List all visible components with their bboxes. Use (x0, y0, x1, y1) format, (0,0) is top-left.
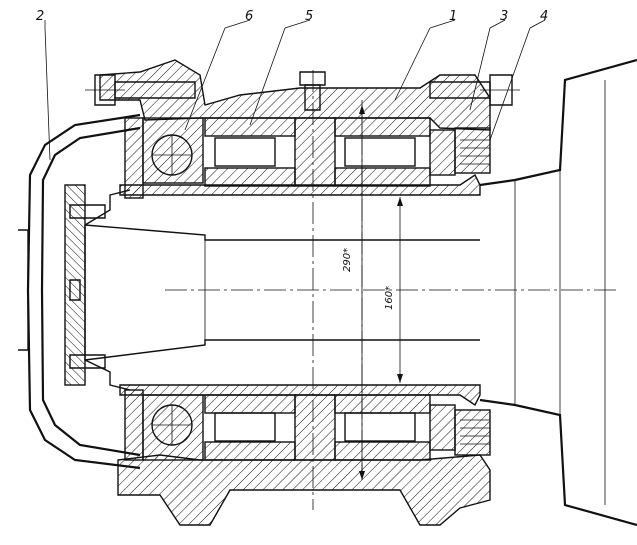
housing-bolts-top (85, 71, 520, 111)
inner-diameter-label: 160* (384, 286, 395, 310)
callout-leaders (44, 19, 546, 161)
dimension-160 (397, 197, 403, 383)
dimension-290 (359, 105, 365, 480)
cover-bolts (69, 204, 106, 369)
callout-1: 1 (449, 9, 457, 24)
labyrinth-seal (460, 139, 490, 445)
bearing-lower (119, 384, 481, 461)
outer-diameter-label: 290* (342, 248, 353, 272)
front-cover (18, 113, 141, 470)
callout-6: 6 (245, 9, 253, 24)
axle-journal (84, 224, 480, 361)
axle-shaft (479, 58, 637, 527)
axlebox-housing-top (99, 59, 491, 199)
bearing-upper (119, 117, 481, 196)
callout-4: 4 (540, 9, 548, 24)
callout-2: 2 (36, 9, 44, 24)
callout-3: 3 (500, 9, 508, 24)
callout-5: 5 (305, 9, 313, 24)
